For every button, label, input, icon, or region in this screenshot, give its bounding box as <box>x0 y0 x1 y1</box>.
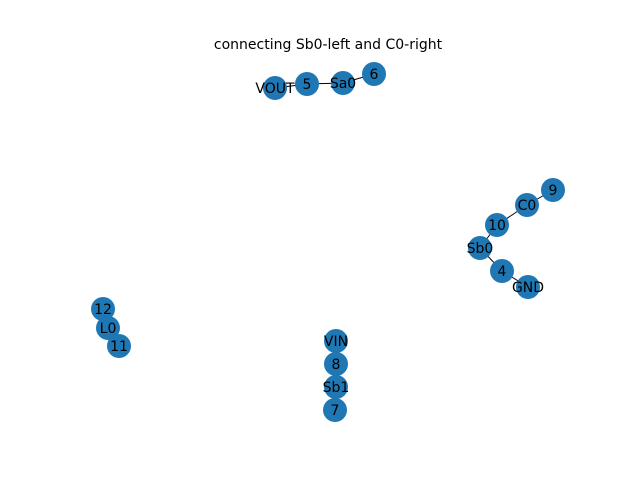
node-Sb1 <box>324 375 348 399</box>
node-label-10: 10 <box>488 218 506 234</box>
node-4 <box>490 259 514 283</box>
node-label-6: 6 <box>370 67 379 83</box>
node-label-8: 8 <box>332 357 341 373</box>
node-label-9: 9 <box>549 183 558 199</box>
node-5 <box>295 72 319 96</box>
node-6 <box>362 62 386 86</box>
node-label-7: 7 <box>331 403 340 419</box>
node-label-12: 12 <box>94 302 112 318</box>
node-label-Sb1: Sb1 <box>323 380 350 396</box>
node-label-Sa0: Sa0 <box>330 76 356 92</box>
node-GND <box>516 275 540 299</box>
node-L0 <box>96 316 120 340</box>
node-label-Sb0: Sb0 <box>467 241 494 257</box>
node-VOUT <box>263 76 287 100</box>
node-label-L0: L0 <box>100 321 117 337</box>
node-10 <box>485 213 509 237</box>
node-Sa0 <box>331 71 355 95</box>
node-label-GND: GND <box>512 280 544 296</box>
node-label-5: 5 <box>303 77 312 93</box>
node-label-VOUT: VOUT <box>255 81 295 97</box>
node-11 <box>107 334 131 358</box>
figure-title: connecting Sb0-left and C0-right <box>214 37 443 53</box>
node-9 <box>541 178 565 202</box>
node-label-C0: C0 <box>518 198 537 214</box>
node-C0 <box>515 193 539 217</box>
node-label-11: 11 <box>110 339 128 355</box>
node-8 <box>324 352 348 376</box>
node-label-VIN: VIN <box>324 334 348 350</box>
node-7 <box>323 398 347 422</box>
node-label-4: 4 <box>498 264 507 280</box>
node-12 <box>91 297 115 321</box>
node-Sb0 <box>468 236 492 260</box>
node-VIN <box>324 329 348 353</box>
